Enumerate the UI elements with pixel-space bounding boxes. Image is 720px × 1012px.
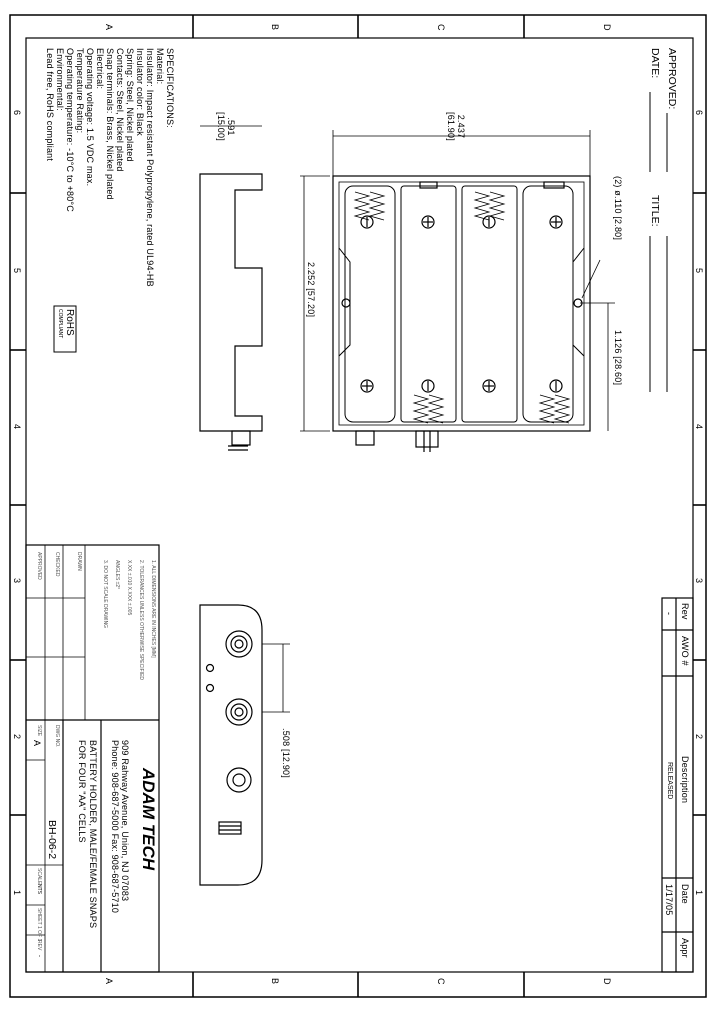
spec-line: Electrical: bbox=[95, 48, 105, 90]
drawn-label: DRAWN bbox=[76, 552, 82, 571]
company-name: ADAM TECH bbox=[139, 768, 158, 870]
zone-letter-bottom-c: C bbox=[436, 978, 446, 985]
dimension-length: 2.252 [57.20] bbox=[306, 262, 316, 318]
approved-label: APPROVED: bbox=[666, 48, 678, 110]
awo-header: AWO # bbox=[680, 636, 690, 666]
note-line: 3. DO NOT SCALE DRAWING bbox=[102, 560, 108, 629]
size-value: A bbox=[32, 740, 42, 747]
spec-line: Insulator color: Black bbox=[135, 48, 145, 136]
zone-number-right-3: 3 bbox=[694, 578, 704, 584]
spec-line: Temperature Rating: bbox=[75, 48, 85, 134]
approval-lines bbox=[649, 92, 668, 392]
side-view bbox=[199, 173, 263, 451]
zone-number-right-5: 5 bbox=[694, 268, 704, 274]
company-phone: Phone: 908-687-5000 Fax: 908-687-5710 bbox=[110, 740, 120, 914]
zone-number-right-2: 2 bbox=[694, 734, 704, 740]
zone-number-right-6: 6 bbox=[694, 110, 704, 116]
zone-letter-top-a: A bbox=[104, 24, 114, 31]
zone-letter-top-d: D bbox=[602, 24, 612, 31]
specifications-heading: SPECIFICATIONS: bbox=[165, 48, 175, 128]
zone-number-left-5: 5 bbox=[12, 268, 22, 274]
rohs-badge-title: RoHS bbox=[64, 309, 75, 336]
spec-line: Operating temperature: -10°C to +80°C bbox=[65, 48, 75, 212]
dimension-snap-spacing: .508 [12.90] bbox=[281, 728, 291, 778]
revision-table-grid bbox=[661, 597, 694, 973]
dimension-thickness: .591 [15.00] bbox=[216, 112, 236, 141]
approved-small-label: APPROVED bbox=[36, 552, 42, 580]
spec-line: Operating voltage: 1.5 VDC max. bbox=[85, 48, 95, 187]
rev-small-label: REV bbox=[36, 940, 42, 951]
zone-number-right-4: 4 bbox=[694, 424, 704, 430]
note-line: 1. ALL DIMENSIONS ARE IN INCHES [MM] bbox=[150, 560, 156, 658]
zone-number-left-1: 1 bbox=[12, 890, 22, 896]
rev-value: - bbox=[664, 612, 674, 616]
description-line-2: FOR FOUR "AA" CELLS bbox=[77, 740, 87, 843]
zone-number-right-1: 1 bbox=[694, 890, 704, 896]
spec-line: Lead free, RoHS compliant bbox=[45, 48, 55, 162]
zone-number-left-3: 3 bbox=[12, 578, 22, 584]
zone-letter-bottom-d: D bbox=[602, 978, 612, 985]
zone-number-left-2: 2 bbox=[12, 734, 22, 740]
scale-value: NTS bbox=[36, 884, 42, 894]
rohs-badge-box bbox=[53, 305, 77, 353]
zone-letter-top-c: C bbox=[436, 24, 446, 31]
dimension-lines bbox=[200, 125, 615, 432]
end-view bbox=[199, 604, 290, 886]
description-value: RELEASED bbox=[666, 762, 673, 800]
zone-letter-bottom-a: A bbox=[104, 978, 114, 985]
dimension-hole: (2) ø.110 [2.80] bbox=[613, 176, 623, 241]
note-line: ANGLES ±2° bbox=[114, 560, 120, 590]
spec-line: Environmental: bbox=[55, 48, 65, 111]
title-block-grid bbox=[25, 544, 160, 973]
scale-label: SCALE bbox=[36, 868, 42, 885]
description-line-1: BATTERY HOLDER, MALE/FEMALE SNAPS bbox=[88, 740, 98, 929]
part-number: BH-06-2 bbox=[46, 820, 58, 860]
note-line: X.XX ±.010 X.XXX ±.005 bbox=[126, 560, 132, 616]
zone-number-left-4: 4 bbox=[12, 424, 22, 430]
checked-label: CHECKED bbox=[54, 552, 60, 577]
zone-letter-bottom-b: B bbox=[270, 978, 280, 985]
top-view-battery-holder bbox=[332, 175, 591, 452]
spec-line: Material: bbox=[155, 48, 165, 85]
date-label: DATE: bbox=[649, 48, 661, 79]
sheet-label: SHEET 1 OF 1 bbox=[36, 908, 42, 942]
date-value: 1/17/05 bbox=[664, 884, 674, 916]
dimension-width: 2.437 [61.90] bbox=[446, 112, 466, 141]
zone-letter-top-b: B bbox=[270, 24, 280, 31]
company-address: 909 Rahway Avenue, Union, NJ 07083 bbox=[120, 740, 130, 902]
zone-ticks bbox=[10, 15, 706, 997]
size-label: SIZE bbox=[36, 725, 42, 737]
zone-number-left-6: 6 bbox=[12, 110, 22, 116]
rohs-badge-subtitle: COMPLIANT bbox=[57, 309, 63, 339]
rev-header: Rev bbox=[680, 603, 690, 620]
description-header: Description bbox=[680, 756, 690, 804]
dwg-no-label: DWG NO. bbox=[54, 725, 60, 748]
note-line: 2. TOLERANCES UNLESS OTHERWISE SPECIFIED bbox=[138, 560, 144, 681]
spec-line: Contacts: Steel, Nickel plated bbox=[115, 48, 125, 172]
spec-line: Spring: Steel, Nickel plated bbox=[125, 48, 135, 162]
appr-header: Appr bbox=[680, 938, 690, 958]
spec-line: Insulator: Impact resistant Polypropylen… bbox=[145, 48, 155, 287]
spec-line: Snap terminals: Brass, Nickel plated bbox=[105, 48, 115, 200]
dimension-hole-offset: 1.126 [28.60] bbox=[613, 330, 623, 386]
rev-small-value: - bbox=[36, 955, 42, 957]
date-header: Date bbox=[680, 884, 690, 904]
title-label: TITLE: bbox=[649, 195, 661, 227]
